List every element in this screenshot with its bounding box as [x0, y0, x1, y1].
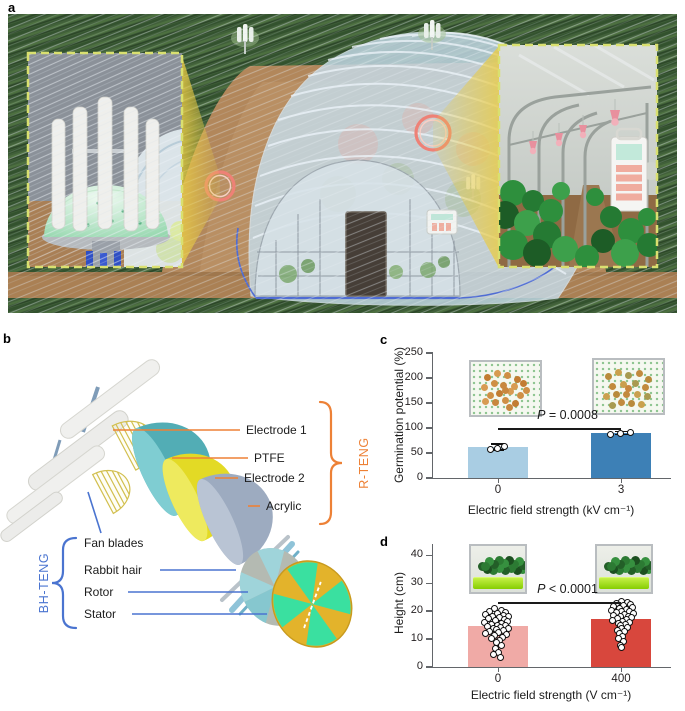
tray-illustration [473, 577, 523, 589]
seed-tray-image-0kv [469, 360, 542, 417]
y-tick-label: 20 [410, 604, 423, 617]
panel-b-label: b [3, 331, 11, 346]
y-tick-label: 250 [404, 346, 423, 358]
significance-line [497, 602, 621, 605]
seeds-illustration [625, 385, 632, 392]
sprouts-illustration [607, 562, 616, 571]
x-tick-mark [497, 479, 500, 483]
data-point [497, 653, 505, 661]
zoom-beam-left [182, 56, 220, 266]
greenhouse-interior-inset [497, 43, 659, 269]
data-point [482, 629, 490, 637]
data-point [488, 634, 496, 642]
bh-teng-brace [51, 536, 78, 630]
y-tick-mark [426, 452, 432, 454]
panel-c-label: c [380, 332, 388, 347]
germination-chart: c Germination potential (%) P = 0.0008 0… [374, 330, 685, 528]
inset-dashed-border-left [26, 51, 184, 269]
y-tick-label: 0 [416, 471, 423, 483]
x-tick-label: 3 [617, 484, 625, 496]
r-teng-leader-lines [113, 429, 260, 507]
y-tick-mark [426, 377, 432, 379]
y-tick-label: 200 [404, 371, 423, 383]
bh-teng-leader-lines [87, 491, 267, 615]
y-tick-label: 50 [410, 446, 423, 458]
x-tick-mark [497, 668, 500, 672]
bar-3 [591, 433, 652, 478]
sprout-tray-image-0v [469, 544, 527, 594]
y-tick-mark [426, 402, 432, 404]
fan-blades-shapes [0, 359, 161, 542]
data-point [626, 429, 634, 436]
significance-line [497, 428, 621, 431]
seeds-illustration [502, 387, 509, 394]
stator-disc [271, 560, 353, 648]
greenhouse-scene-illustration [8, 14, 677, 313]
inset-dashed-border-right [497, 43, 659, 269]
y-tick-label: 40 [410, 548, 423, 561]
label-acrylic: Acrylic [266, 499, 301, 513]
power-supply-unit [610, 127, 657, 212]
x-tick-mark [621, 668, 623, 672]
x-tick-label: 0 [494, 673, 502, 685]
data-point [616, 429, 624, 437]
panel-d-label: d [380, 534, 388, 549]
sprouts-illustration [481, 562, 490, 571]
seed-tray-image-3kv [592, 358, 665, 415]
p-value-label: P < 0.0001 [537, 582, 598, 597]
bar-0 [467, 447, 528, 478]
y-axis-label: Height (cm) [392, 572, 406, 635]
y-tick-mark [426, 610, 432, 612]
x-tick-label: 0 [494, 484, 502, 496]
x-axis-label: Electric field strength (V cm⁻¹) [470, 688, 632, 702]
plot-area: P = 0.0008 0 50 100 150 200 250 0 3 [405, 346, 671, 496]
label-electrode-1: Electrode 1 [246, 423, 307, 437]
label-stator: Stator [84, 607, 116, 621]
wind-turbine-inset [26, 51, 184, 269]
label-fan-blades: Fan blades [84, 536, 143, 550]
data-point [494, 444, 502, 452]
y-tick-mark [426, 582, 432, 584]
tray-illustration [599, 577, 649, 589]
data-point [498, 642, 506, 650]
p-value-label: P = 0.0008 [537, 408, 598, 422]
y-tick-mark [426, 638, 432, 640]
x-tick-mark [621, 479, 623, 483]
data-point [487, 446, 495, 453]
y-tick-label: 150 [404, 396, 423, 408]
data-point [617, 644, 625, 652]
panel-a-label: a [8, 0, 16, 15]
r-teng-brace [318, 400, 343, 526]
y-tick-mark [426, 666, 432, 668]
electrode-emitter-lamps [529, 99, 620, 155]
y-tick-label: 30 [410, 576, 423, 589]
x-axis-label: Electric field strength (kV cm⁻¹) [467, 503, 635, 517]
label-ptfe: PTFE [254, 451, 285, 465]
y-tick-label: 10 [410, 632, 423, 645]
data-point [606, 430, 614, 438]
label-rotor: Rotor [84, 585, 113, 599]
error-cap [491, 443, 505, 445]
crop-plants [499, 180, 657, 267]
y-tick-mark [426, 554, 432, 556]
label-rabbit-hair: Rabbit hair [84, 563, 142, 577]
y-tick-mark [426, 352, 432, 354]
acrylic-layer [196, 473, 273, 565]
label-electrode-2: Electrode 2 [244, 471, 305, 485]
x-tick-label: 400 [611, 673, 631, 685]
y-tick-label: 0 [416, 660, 423, 672]
data-point [501, 443, 509, 450]
teng-exploded-diagram: Electrode 1 PTFE Electrode 2 Acrylic R-T… [0, 359, 371, 648]
y-tick-mark [426, 427, 432, 429]
zoom-beam-right [433, 46, 499, 268]
bh-teng-group-label: BH-TENG [37, 553, 51, 613]
sprout-tray-image-400v [595, 544, 653, 594]
r-teng-group-label: R-TENG [357, 437, 371, 489]
y-tick-label: 100 [404, 421, 423, 433]
y-tick-mark [426, 477, 432, 479]
